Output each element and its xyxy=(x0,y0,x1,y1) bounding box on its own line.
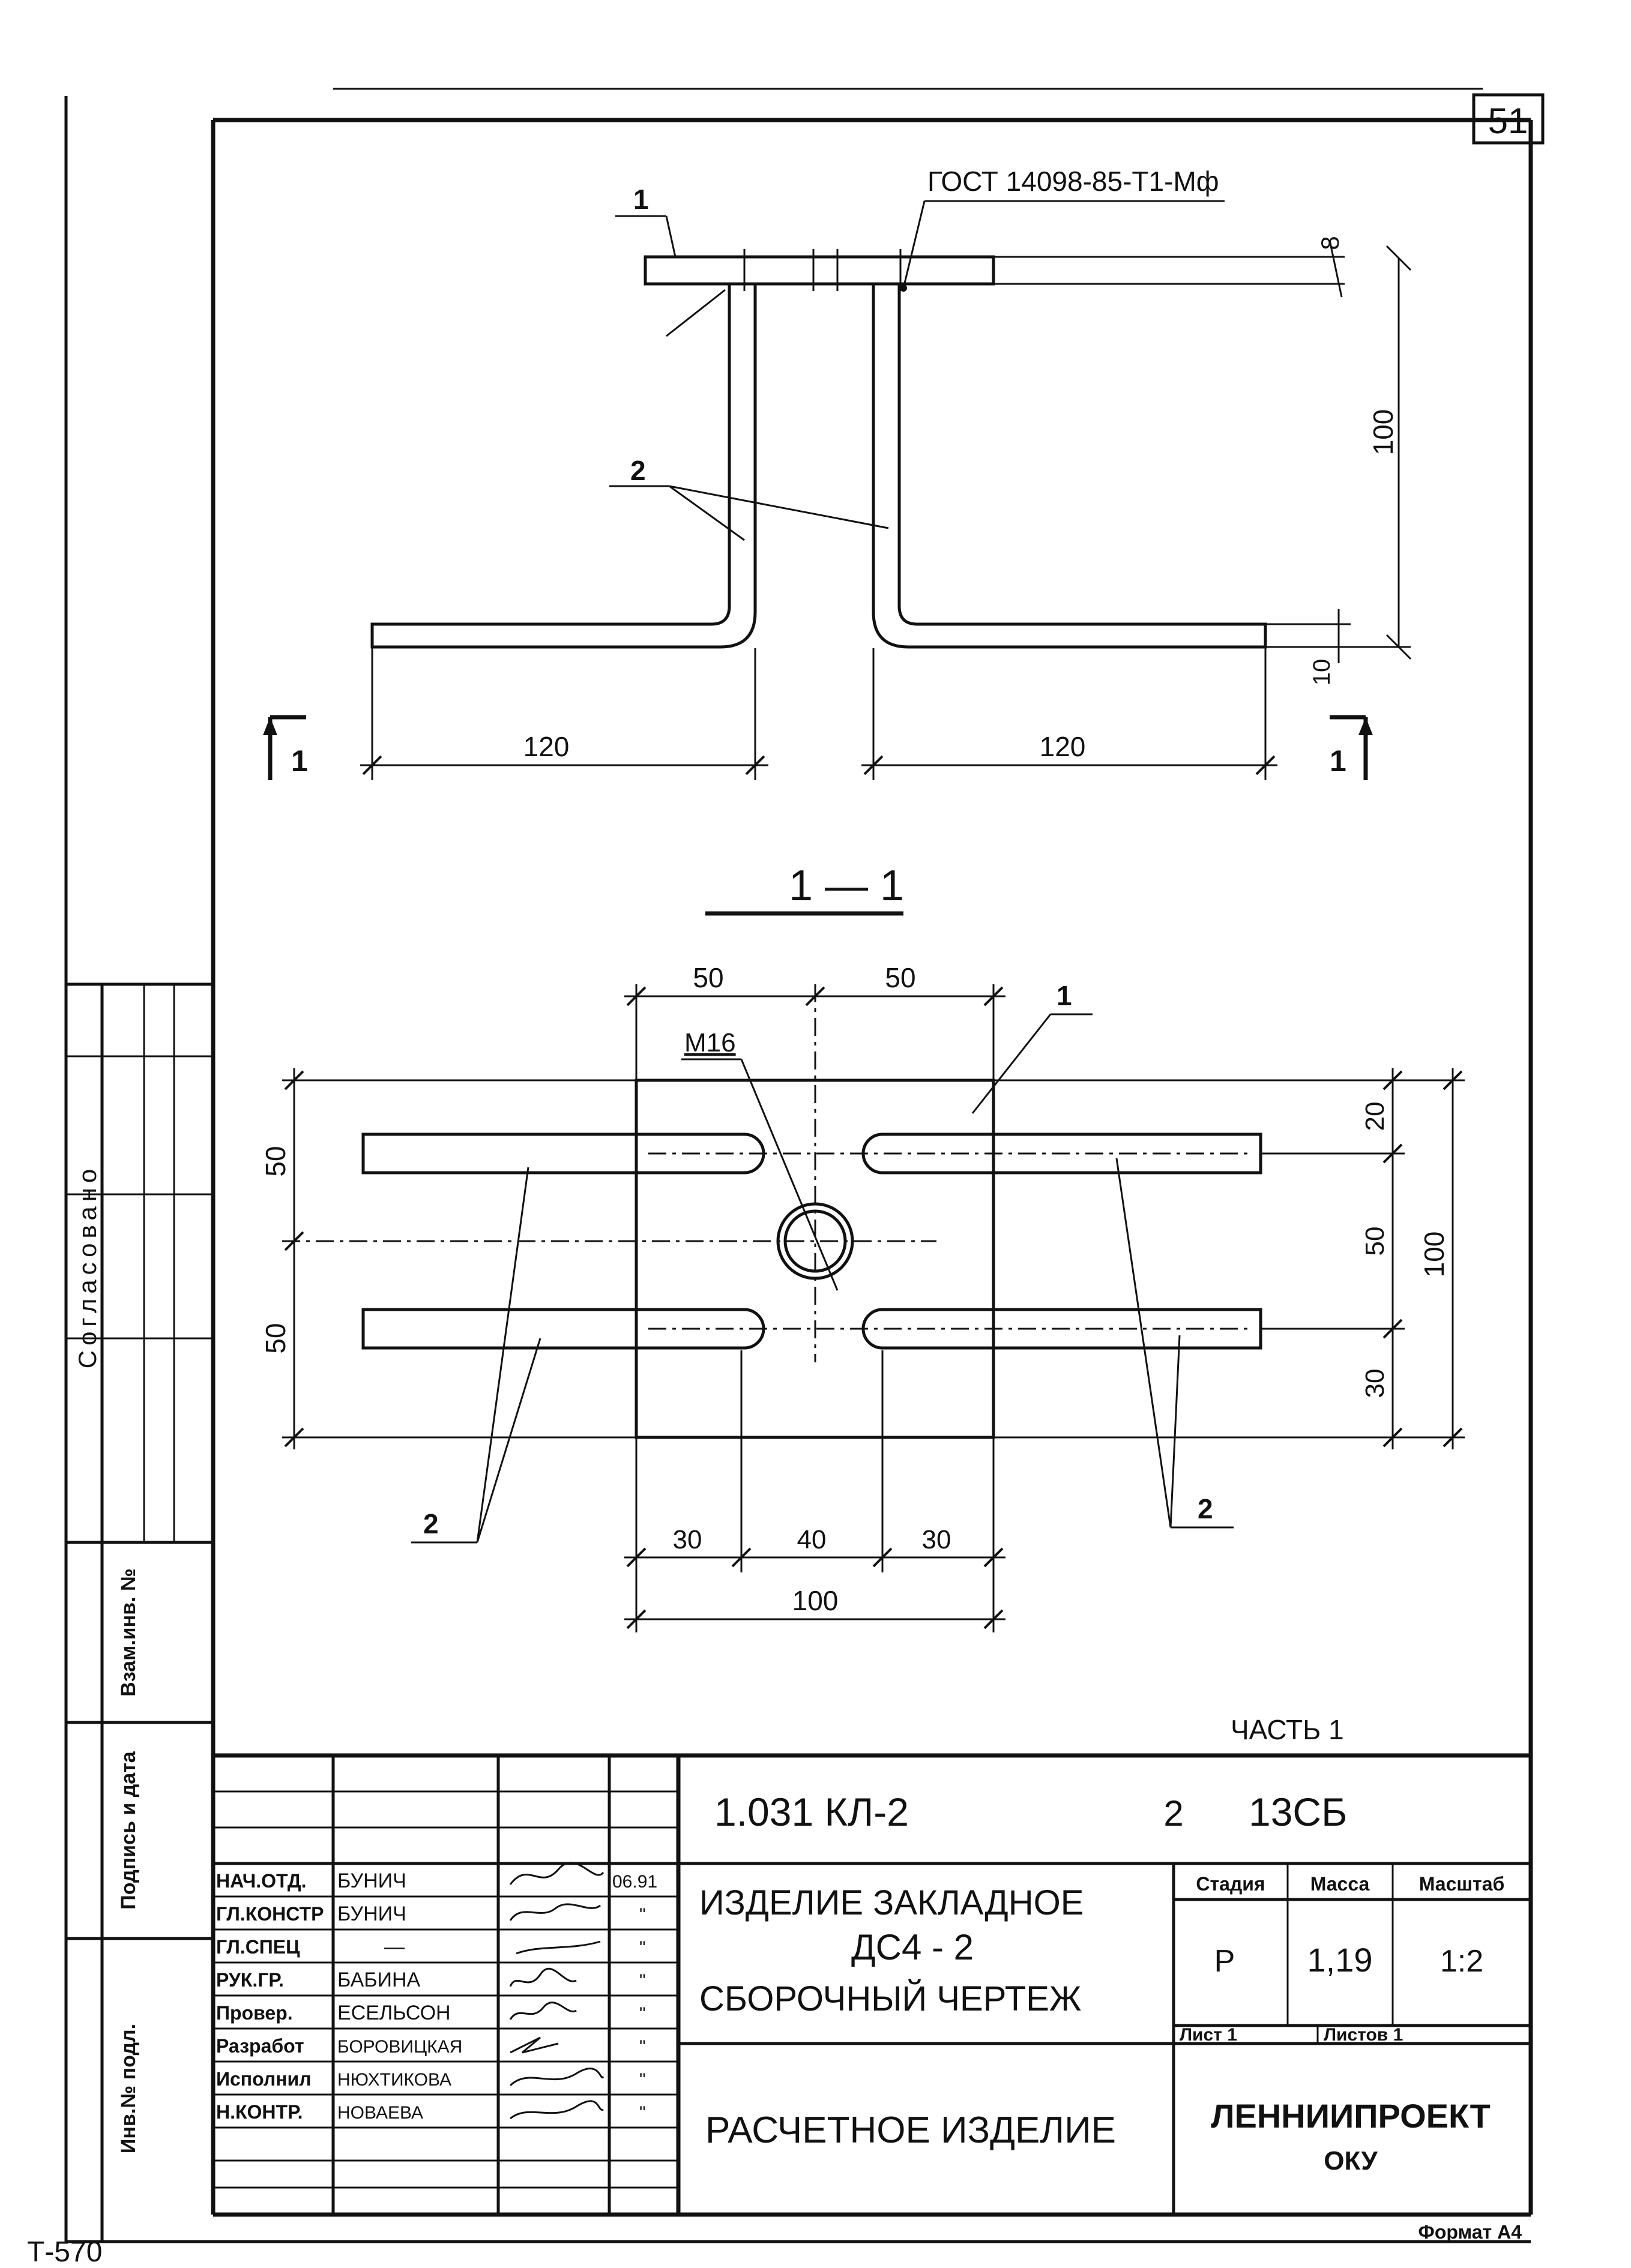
dim-right-20: 20 xyxy=(1360,1102,1390,1131)
signature-date: " xyxy=(639,1938,646,1958)
section-title: 1 — 1 xyxy=(789,862,904,910)
signature-row: Исполнил НЮХТИКОВА " xyxy=(216,2068,646,2090)
signature-name: НОВАЕВА xyxy=(337,2103,423,2123)
signature-role: Провер. xyxy=(216,2002,293,2024)
stage-value: Р xyxy=(1214,1944,1235,1979)
dim-left-50a: 50 xyxy=(260,1146,291,1176)
signature-name: — xyxy=(384,1936,405,1958)
design-note: РАСЧЕТНОЕ ИЗДЕЛИЕ xyxy=(705,2110,1116,2151)
standard-note: ГОСТ 14098-85-Т1-Мф xyxy=(927,166,1219,197)
signature-name: БОРОВИЦКАЯ xyxy=(337,2037,462,2057)
signature-role: ГЛ.СПЕЦ xyxy=(216,1936,300,1958)
dim-bottom-100: 100 xyxy=(792,1585,839,1616)
handwritten-signatures xyxy=(509,1862,604,2120)
dim-right-120: 120 xyxy=(1040,731,1086,762)
signature-role: РУК.ГР. xyxy=(216,1969,284,1991)
anchor-left-bar xyxy=(370,284,757,649)
signature-date: 06.91 xyxy=(612,1872,657,1892)
signature-date: " xyxy=(639,1905,646,1925)
scale-header: Масштаб xyxy=(1419,1873,1505,1895)
signature-date: " xyxy=(639,2004,646,2024)
signature-role: ГЛ.КОНСТР xyxy=(216,1903,324,1925)
stage-header: Стадия xyxy=(1196,1873,1265,1895)
sign-date-label: Подпись и дата xyxy=(117,1751,140,1910)
callout-anchor-top: 2 xyxy=(630,455,646,486)
signature-row: ГЛ.СПЕЦ — " xyxy=(216,1936,646,1958)
signature-role: Н.КОНТР. xyxy=(216,2101,303,2123)
signature-name: БУНИЧ xyxy=(337,1869,406,1892)
signature-role: НАЧ.ОТД. xyxy=(216,1870,306,1892)
dim-right-100: 100 xyxy=(1418,1232,1450,1278)
dim-plate-8: 8 xyxy=(1316,236,1344,250)
signature-row: НАЧ.ОТД. БУНИЧ 06.91 xyxy=(216,1869,657,1892)
signature-name: БАБИНА xyxy=(337,1969,421,1991)
dim-bottom-40: 40 xyxy=(797,1525,827,1554)
series-code: Т-570 xyxy=(27,2236,102,2268)
document-code: 1.031 КЛ-2 xyxy=(714,1790,909,1834)
inv-orig-label: Инв.№ подл. xyxy=(117,2024,140,2153)
dim-height-100: 100 xyxy=(1367,409,1399,456)
signature-role: Исполнил xyxy=(216,2068,312,2090)
item-name-line2: ДС4 - 2 xyxy=(851,1927,974,1967)
left-approval-strip xyxy=(66,982,213,2242)
mass-value: 1,19 xyxy=(1307,1941,1373,1979)
signature-row: Провер. ЕСЕЛЬСОН " xyxy=(216,2002,646,2024)
agreed-label: Согласовано xyxy=(73,1164,101,1369)
signature-name: БУНИЧ xyxy=(337,1903,406,1925)
item-name-line1: ИЗДЕЛИЕ ЗАКЛАДНОЕ xyxy=(699,1883,1084,1922)
signature-rows: НАЧ.ОТД. БУНИЧ 06.91 ГЛ.КОНСТР БУНИЧ " Г… xyxy=(216,1869,657,2123)
signature-role: Разработ xyxy=(216,2035,304,2057)
dim-right-50: 50 xyxy=(1360,1227,1390,1256)
format-label: Формат А4 xyxy=(1418,2221,1522,2243)
callout-anchor-left: 2 xyxy=(423,1508,439,1539)
callout-anchor-right: 2 xyxy=(1198,1493,1213,1524)
dim-top-50b: 50 xyxy=(885,962,915,993)
part-label: ЧАСТЬ 1 xyxy=(1231,1714,1344,1745)
dim-foot-10: 10 xyxy=(1309,659,1335,686)
section-view xyxy=(282,984,1465,1632)
signature-name: НЮХТИКОВА xyxy=(337,2070,451,2090)
dim-left-120: 120 xyxy=(523,731,570,762)
sheets-label: Листов 1 xyxy=(1324,2025,1403,2045)
dim-bottom-30b: 30 xyxy=(922,1525,951,1554)
dim-top-50a: 50 xyxy=(693,962,723,993)
section-mark-left: 1 xyxy=(291,744,308,778)
organization-unit: ОКУ xyxy=(1324,2146,1378,2176)
anchor-right-bar xyxy=(872,284,1267,649)
top-view xyxy=(263,200,1412,780)
signature-row: РУК.ГР. БАБИНА " xyxy=(216,1969,646,1991)
signature-name: ЕСЕЛЬСОН xyxy=(337,2002,451,2024)
thread-label: М16 xyxy=(684,1028,736,1057)
signature-row: Н.КОНТР. НОВАЕВА " xyxy=(216,2101,646,2123)
signature-date: " xyxy=(639,2070,646,2090)
section-dim-ticks xyxy=(284,755,1463,1629)
sheet-number: 51 xyxy=(1488,101,1528,141)
issue-number: 2 xyxy=(1163,1793,1183,1833)
dim-left-50b: 50 xyxy=(260,1323,291,1353)
callout-plate-top: 1 xyxy=(633,184,649,215)
signature-date: " xyxy=(639,1971,646,1991)
dim-right-30: 30 xyxy=(1360,1369,1390,1398)
swap-inv-label: Взам.инв. № xyxy=(117,1568,140,1697)
signature-date: " xyxy=(639,2037,646,2057)
sheet-label: Лист 1 xyxy=(1180,2025,1237,2045)
title-block-grid xyxy=(213,1753,1531,2215)
mass-header: Масса xyxy=(1310,1873,1370,1895)
sheet-code: 13СБ xyxy=(1249,1790,1347,1834)
sheet-frame xyxy=(64,88,1545,2243)
dim-bottom-30a: 30 xyxy=(673,1525,702,1554)
signature-date: " xyxy=(639,2103,646,2123)
signature-row: ГЛ.КОНСТР БУНИЧ " xyxy=(216,1903,646,1925)
scale-value: 1:2 xyxy=(1440,1944,1483,1979)
item-name-line3: СБОРОЧНЫЙ ЧЕРТЕЖ xyxy=(699,1979,1081,2018)
section-mark-right: 1 xyxy=(1330,744,1346,778)
callout-plate-section: 1 xyxy=(1057,980,1072,1011)
signature-row: Разработ БОРОВИЦКАЯ " xyxy=(216,2035,646,2057)
organization-name: ЛЕННИИПРОЕКТ xyxy=(1211,2097,1491,2135)
